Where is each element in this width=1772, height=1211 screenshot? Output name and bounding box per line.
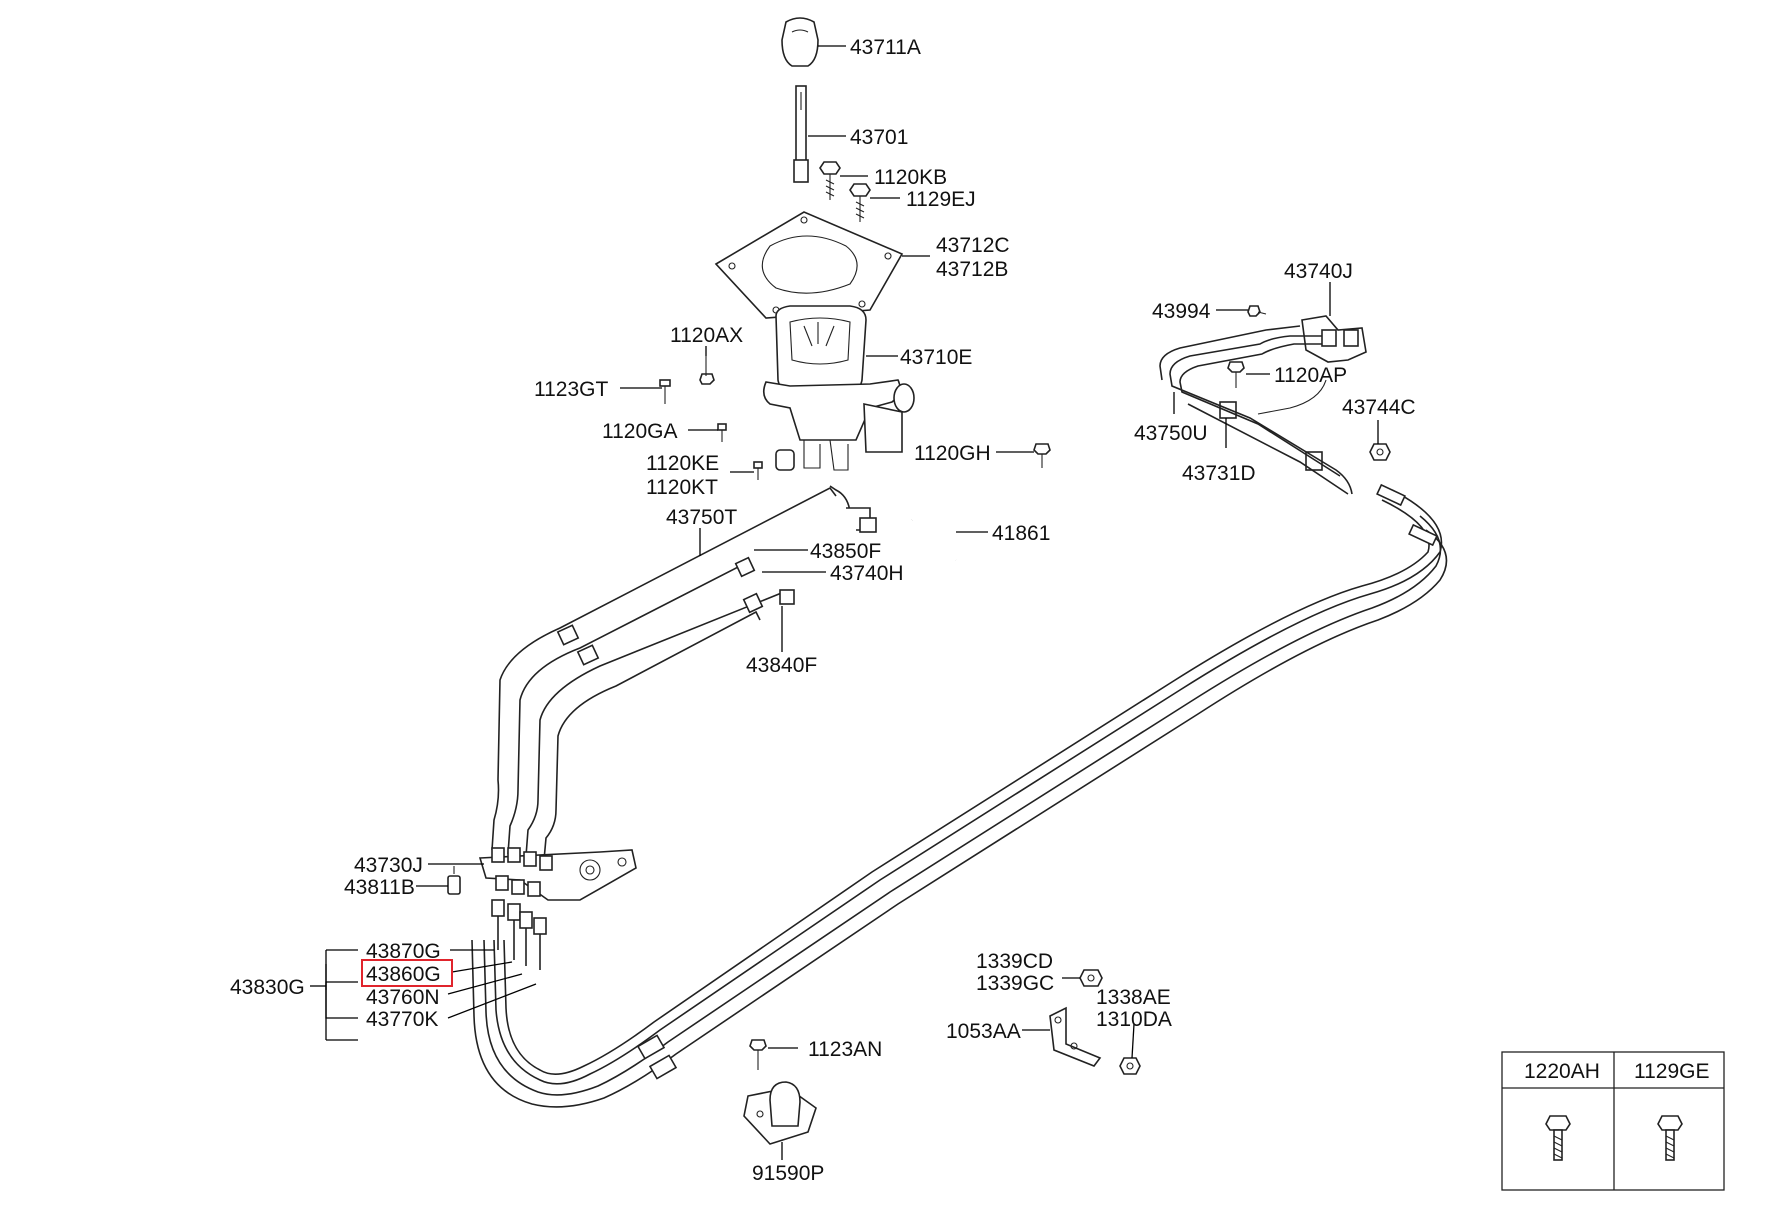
- legend-header-1220ah: 1220AH: [1524, 1060, 1600, 1083]
- cable-ends: [491, 899, 547, 970]
- label-1339gc: 1339GC: [976, 972, 1054, 995]
- label-1338ae: 1338AE: [1096, 986, 1171, 1009]
- bolt-1120gh: [1033, 443, 1051, 468]
- label-1120kt: 1120KT: [646, 476, 718, 499]
- label-43850f: 43850F: [810, 540, 881, 563]
- label-43994: 43994: [1152, 300, 1211, 323]
- label-43740j: 43740J: [1284, 260, 1353, 283]
- label-1339cd: 1339CD: [976, 950, 1053, 973]
- label-43712b: 43712B: [936, 258, 1008, 281]
- label-43870g: 43870G: [366, 940, 441, 963]
- label-1310da: 1310DA: [1096, 1008, 1172, 1031]
- nut-1338ae: [1119, 1057, 1141, 1075]
- part-labels: 43711A 43701 1120KB 1129EJ 43712C 43712B…: [230, 36, 1416, 1185]
- nut-43744c: [1369, 443, 1391, 461]
- label-43830g: 43830G: [230, 976, 305, 999]
- label-43760n: 43760N: [366, 986, 440, 1009]
- label-1120ke: 1120KE: [646, 452, 719, 475]
- label-1120ga: 1120GA: [602, 420, 678, 443]
- hose-41861: [911, 512, 959, 561]
- clamp-91590p: [743, 1081, 817, 1145]
- label-43750u: 43750U: [1134, 422, 1208, 445]
- upper-right-bracket: [1257, 315, 1367, 415]
- shifter-housing: [762, 305, 915, 471]
- leader-lines: [310, 45, 1379, 1160]
- label-43712c: 43712C: [936, 234, 1010, 257]
- label-43711a: 43711A: [850, 36, 921, 59]
- tubes-43750t: [491, 485, 877, 861]
- bolt-43994: [1247, 305, 1267, 317]
- label-1120kb: 1120KB: [874, 166, 947, 189]
- label-1053aa: 1053AA: [946, 1020, 1021, 1043]
- label-1123an: 1123AN: [808, 1038, 882, 1061]
- bolt-1120ga: [717, 423, 727, 442]
- shift-cables: [471, 483, 1448, 1108]
- highlight-box-43860g: [361, 959, 453, 987]
- label-91590p: 91590P: [752, 1162, 824, 1185]
- shift-knob: [781, 17, 819, 67]
- label-1123gt: 1123GT: [534, 378, 608, 401]
- bolt-1120ax: [699, 356, 715, 385]
- bolt-1123an: [749, 1039, 767, 1070]
- bolt-1120ap: [1227, 361, 1245, 388]
- bracket-1053aa: [1049, 1006, 1102, 1067]
- label-1120ax: 1120AX: [670, 324, 743, 347]
- label-43710e: 43710E: [900, 346, 972, 369]
- bolt-1129ej: [849, 183, 871, 222]
- fitting-43811b: [447, 866, 461, 895]
- label-43750t: 43750T: [666, 506, 737, 529]
- boot-plate: [714, 211, 904, 319]
- bolt-1123gt: [659, 379, 671, 404]
- label-43731d: 43731D: [1182, 462, 1256, 485]
- legend-header-1129ge: 1129GE: [1634, 1060, 1710, 1083]
- legend-bolt-1129ge: [1657, 1115, 1683, 1161]
- nut-1339cd: [1079, 969, 1103, 987]
- bracket-43730j: [478, 847, 637, 901]
- label-1129ej: 1129EJ: [906, 188, 976, 211]
- label-1120gh: 1120GH: [914, 442, 991, 465]
- label-43740h: 43740H: [830, 562, 904, 585]
- label-43840f: 43840F: [746, 654, 817, 677]
- bolt-1120ke: [753, 461, 763, 480]
- shift-lever: [793, 85, 809, 183]
- label-43811b: 43811B: [344, 876, 415, 899]
- label-43860g: 43860G: [366, 963, 441, 986]
- label-41861: 41861: [992, 522, 1050, 545]
- tubes-43750u: [1159, 325, 1353, 495]
- fastener-legend-table: 1220AH 1129GE: [1501, 1051, 1725, 1191]
- bolt-1120kb: [819, 161, 841, 200]
- legend-bolt-1220ah: [1545, 1115, 1571, 1161]
- label-43744c: 43744C: [1342, 396, 1416, 419]
- label-43701: 43701: [850, 126, 908, 149]
- label-43770k: 43770K: [366, 1008, 438, 1031]
- label-1120ap: 1120AP: [1274, 364, 1347, 387]
- label-43730j: 43730J: [354, 854, 423, 877]
